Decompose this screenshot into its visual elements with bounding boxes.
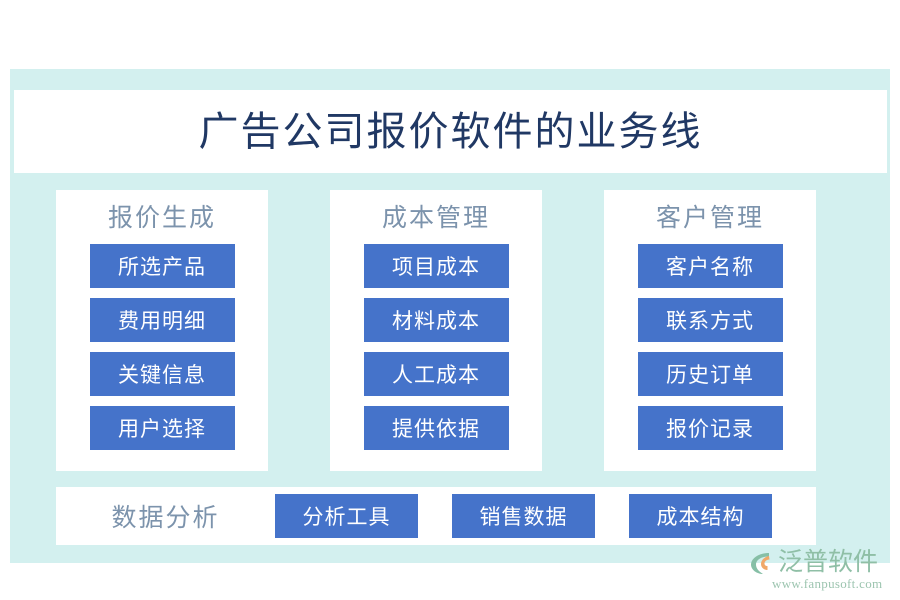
bottom-item[interactable]: 分析工具 xyxy=(275,494,418,538)
column-item[interactable]: 材料成本 xyxy=(363,298,509,342)
brand-url: www.fanpusoft.com xyxy=(772,576,883,591)
title-bar: 广告公司报价软件的业务线 xyxy=(14,90,887,173)
fanpu-swirl-icon xyxy=(748,549,776,577)
bottom-bar-data-analysis: 数据分析 分析工具 销售数据 成本结构 xyxy=(56,487,816,545)
column-item[interactable]: 提供依据 xyxy=(363,406,509,450)
column-item[interactable]: 关键信息 xyxy=(89,352,235,396)
column-item[interactable]: 费用明细 xyxy=(89,298,235,342)
page-title: 广告公司报价软件的业务线 xyxy=(198,108,703,154)
column-item[interactable]: 联系方式 xyxy=(637,298,783,342)
column-item[interactable]: 项目成本 xyxy=(363,244,509,288)
column-card-cost-management: 成本管理 项目成本 材料成本 人工成本 提供依据 xyxy=(330,190,542,471)
column-item-list: 项目成本 材料成本 人工成本 提供依据 xyxy=(330,244,542,450)
brand-logo: 泛普软件 www.fanpusoft.com xyxy=(748,548,896,594)
column-item[interactable]: 历史订单 xyxy=(637,352,783,396)
column-item[interactable]: 所选产品 xyxy=(89,244,235,288)
bottom-item[interactable]: 销售数据 xyxy=(452,494,595,538)
column-item[interactable]: 客户名称 xyxy=(637,244,783,288)
brand-name: 泛普软件 xyxy=(778,549,879,576)
column-header: 成本管理 xyxy=(381,205,490,232)
column-item-list: 所选产品 费用明细 关键信息 用户选择 xyxy=(56,244,268,450)
column-header: 报价生成 xyxy=(107,205,216,232)
bottom-item-list: 分析工具 销售数据 成本结构 xyxy=(275,494,772,538)
brand-logo-row: 泛普软件 xyxy=(748,548,896,578)
column-item-list: 客户名称 联系方式 历史订单 报价记录 xyxy=(604,244,816,450)
column-item[interactable]: 用户选择 xyxy=(89,406,235,450)
bottom-item[interactable]: 成本结构 xyxy=(629,494,772,538)
column-header: 客户管理 xyxy=(655,205,764,232)
column-card-customer-management: 客户管理 客户名称 联系方式 历史订单 报价记录 xyxy=(604,190,816,471)
bottom-header: 数据分析 xyxy=(111,505,220,532)
column-card-quote-generation: 报价生成 所选产品 费用明细 关键信息 用户选择 xyxy=(56,190,268,471)
column-item[interactable]: 报价记录 xyxy=(637,406,783,450)
column-item[interactable]: 人工成本 xyxy=(363,352,509,396)
